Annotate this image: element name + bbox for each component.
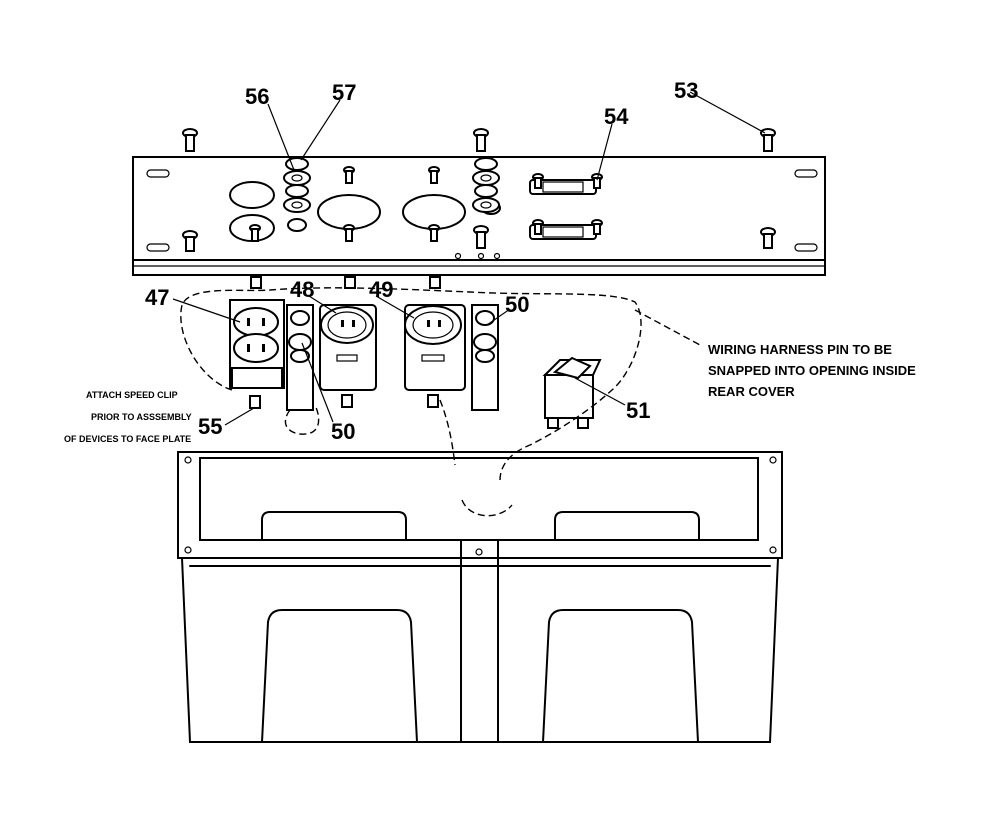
callout-49: 49 — [369, 277, 393, 302]
callout-48: 48 — [290, 277, 314, 302]
twist-lock-receptacle-49 — [404, 304, 466, 408]
wiring-harness-outline — [180, 287, 701, 517]
callout-50-right: 50 — [505, 292, 529, 317]
callout-51: 51 — [626, 398, 650, 423]
switch-50-right — [471, 304, 499, 411]
callout-56: 56 — [245, 84, 269, 109]
clip-note-line-3: OF DEVICES TO FACE PLATE — [64, 434, 191, 444]
rear-cover — [177, 451, 783, 743]
switch-50-left — [286, 304, 314, 411]
breakers-54 — [529, 173, 603, 240]
rocker-switch-51 — [542, 356, 602, 429]
clip-note-line-2: PRIOR TO ASSSEMBLY — [91, 412, 192, 422]
callout-47: 47 — [145, 285, 169, 310]
harness-note-line-1: WIRING HARNESS PIN TO BE — [708, 342, 892, 357]
speed-clips — [250, 276, 441, 289]
callout-53: 53 — [674, 78, 698, 103]
wiring-harness-note: WIRING HARNESS PIN TO BE SNAPPED INTO OP… — [708, 342, 916, 399]
harness-note-line-3: REAR COVER — [708, 384, 795, 399]
nuts-washers-56-57 — [283, 157, 500, 213]
callout-labels: 56 57 53 54 47 48 49 50 50 55 51 — [145, 78, 698, 444]
screws-53 — [182, 128, 776, 252]
leader-lines — [172, 91, 766, 426]
callout-50-left: 50 — [331, 419, 355, 444]
harness-note-line-2: SNAPPED INTO OPENING INSIDE — [708, 363, 916, 378]
duplex-receptacle-47 — [229, 299, 285, 409]
callout-55: 55 — [198, 414, 222, 439]
callout-57: 57 — [332, 80, 356, 105]
twist-lock-receptacle-48 — [319, 304, 377, 408]
clip-note-line-1: ATTACH SPEED CLIP — [86, 390, 178, 400]
speed-clip-note: ATTACH SPEED CLIP PRIOR TO ASSSEMBLY OF … — [64, 390, 192, 444]
callout-54: 54 — [604, 104, 629, 129]
